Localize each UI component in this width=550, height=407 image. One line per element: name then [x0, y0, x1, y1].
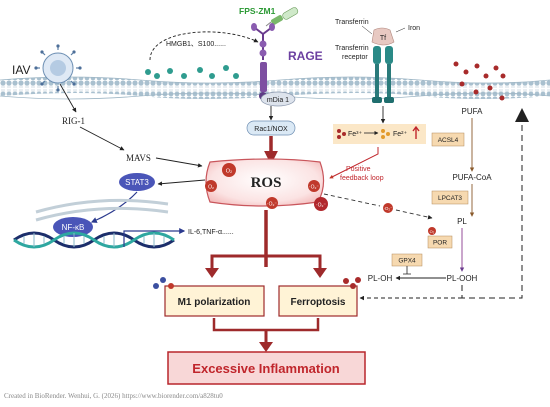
ros-to-pl-dashed-line — [323, 193, 381, 207]
pufa-label: PUFA — [462, 107, 484, 116]
pl-oh-label: PL-OH — [368, 274, 393, 283]
stat3-node — [119, 173, 155, 191]
svg-text:·O₂⁻: ·O₂⁻ — [267, 202, 277, 208]
ros-to-stat3-arrow — [157, 179, 206, 186]
rac1-nox-node — [246, 120, 296, 136]
transferrin-receptor-label-2: receptor — [342, 54, 368, 61]
hmgb1-label: HMGB1、S100...... — [166, 41, 226, 48]
o2-radical-group: O₂ O₂ ·O₂⁻ ·O₂⁻ ·O₂⁻ — [205, 163, 328, 211]
rage-receptor-icon — [251, 23, 275, 100]
cytokines-label: IL-6,TNF-α...... — [188, 229, 234, 236]
excessive-arrowhead-icon — [259, 342, 273, 352]
m1-arrowhead-icon — [205, 268, 219, 278]
pufa-coa-label: PUFA-CoA — [452, 173, 492, 182]
ferroptosis-box — [278, 285, 358, 317]
gpx4-inhibit-icon — [403, 266, 411, 275]
transferrin-receptor-icon — [372, 46, 394, 103]
ros-branch-line — [210, 254, 322, 270]
nucleus-membrane — [35, 198, 169, 222]
dna-helix-icon — [13, 231, 175, 249]
excessive-inflammation-label: Excessive Inflammation — [192, 361, 339, 376]
feedback-arrow — [329, 147, 379, 179]
iron-label: Iron — [408, 25, 420, 32]
iav-to-rig1-arrow — [59, 83, 77, 113]
m1-dots — [153, 277, 174, 289]
por-o2-icon — [428, 227, 436, 235]
biorender-credit: Created in BioRender. Wenhui, G. (2026) … — [4, 392, 223, 400]
nfkb-node — [53, 217, 93, 237]
mavs-label: MAVS — [126, 153, 151, 163]
stat3-label: STAT3 — [125, 178, 149, 187]
m1-polarization-box — [164, 285, 265, 317]
transferrin-receptor-label-1: Transferrin — [335, 45, 369, 52]
iav-label: IAV — [12, 63, 30, 77]
lpcat3-label: LPCAT3 — [438, 195, 462, 202]
outcome-bracket — [212, 318, 320, 332]
svg-text:O₂: O₂ — [226, 169, 232, 175]
ferroptosis-label: Ferroptosis — [290, 297, 345, 308]
dna-to-cytokines-arrow — [123, 228, 186, 247]
o2-radical-small-icon — [383, 203, 393, 213]
acsl4-label: ACSL4 — [438, 137, 459, 144]
fe3-dots — [337, 129, 346, 139]
pl-ooh-label: PL-OOH — [447, 274, 478, 283]
m1-polarization-label: M1 polarization — [178, 297, 251, 308]
fe2-label: Fe²⁺ — [393, 131, 408, 138]
svg-text:O₂: O₂ — [430, 229, 435, 234]
rig1-to-mavs-arrow — [79, 126, 125, 151]
svg-text:O₂: O₂ — [208, 185, 214, 191]
hmgb1-ligand-dots — [145, 65, 239, 79]
lpcat3-box — [431, 190, 469, 205]
acsl4-box — [431, 132, 465, 147]
iav-virus-icon — [34, 44, 82, 92]
rage-label: RAGE — [288, 49, 323, 63]
positive-feedback-label-2: feedback loop — [340, 175, 384, 182]
gpx4-label: GPX4 — [398, 258, 416, 265]
transferrin-label: Transferrin — [335, 19, 369, 26]
por-box — [427, 235, 453, 249]
fps-zm1-label: FPS-ZM1 — [239, 6, 276, 16]
tf-label: Tf — [380, 35, 386, 42]
mavs-to-ros-arrow — [155, 157, 203, 168]
feedback-arrowhead-icon — [515, 108, 529, 122]
radical-to-pl-arrow — [395, 209, 433, 220]
transferrin-tf-icon — [371, 27, 395, 46]
svg-text:·O₂⁻: ·O₂⁻ — [383, 206, 393, 211]
fe3-label: Fe³⁺ — [348, 131, 363, 138]
fe2-increase-arrow-icon — [412, 125, 420, 139]
por-label: POR — [433, 240, 447, 247]
ferroptosis-arrowhead-icon — [313, 268, 327, 278]
svg-text:·O₂⁻: ·O₂⁻ — [309, 185, 319, 191]
fps-zm1-syringe-icon — [265, 7, 299, 27]
nfkb-label: NF-κB — [62, 223, 85, 232]
plooh-feedback-dashed-line — [461, 118, 523, 299]
pl-label: PL — [457, 217, 467, 226]
ros-label: ROS — [251, 175, 282, 191]
mdia1-node — [260, 91, 296, 107]
fe2-dots — [381, 129, 390, 139]
svg-text:·O₂⁻: ·O₂⁻ — [316, 203, 326, 209]
ferroptosis-dots — [343, 277, 361, 289]
hmgb1-to-rage-arrow — [149, 31, 259, 61]
rig1-label: RIG-1 — [62, 116, 85, 126]
rac1-nox-label: Rac1/NOX — [254, 126, 288, 133]
pufa-dots — [453, 61, 506, 101]
positive-feedback-label-1: Positive — [346, 166, 371, 173]
excessive-inflammation-box — [167, 351, 366, 385]
iron-conversion-box — [333, 124, 426, 144]
mdia1-label: mDia 1 — [267, 97, 289, 104]
